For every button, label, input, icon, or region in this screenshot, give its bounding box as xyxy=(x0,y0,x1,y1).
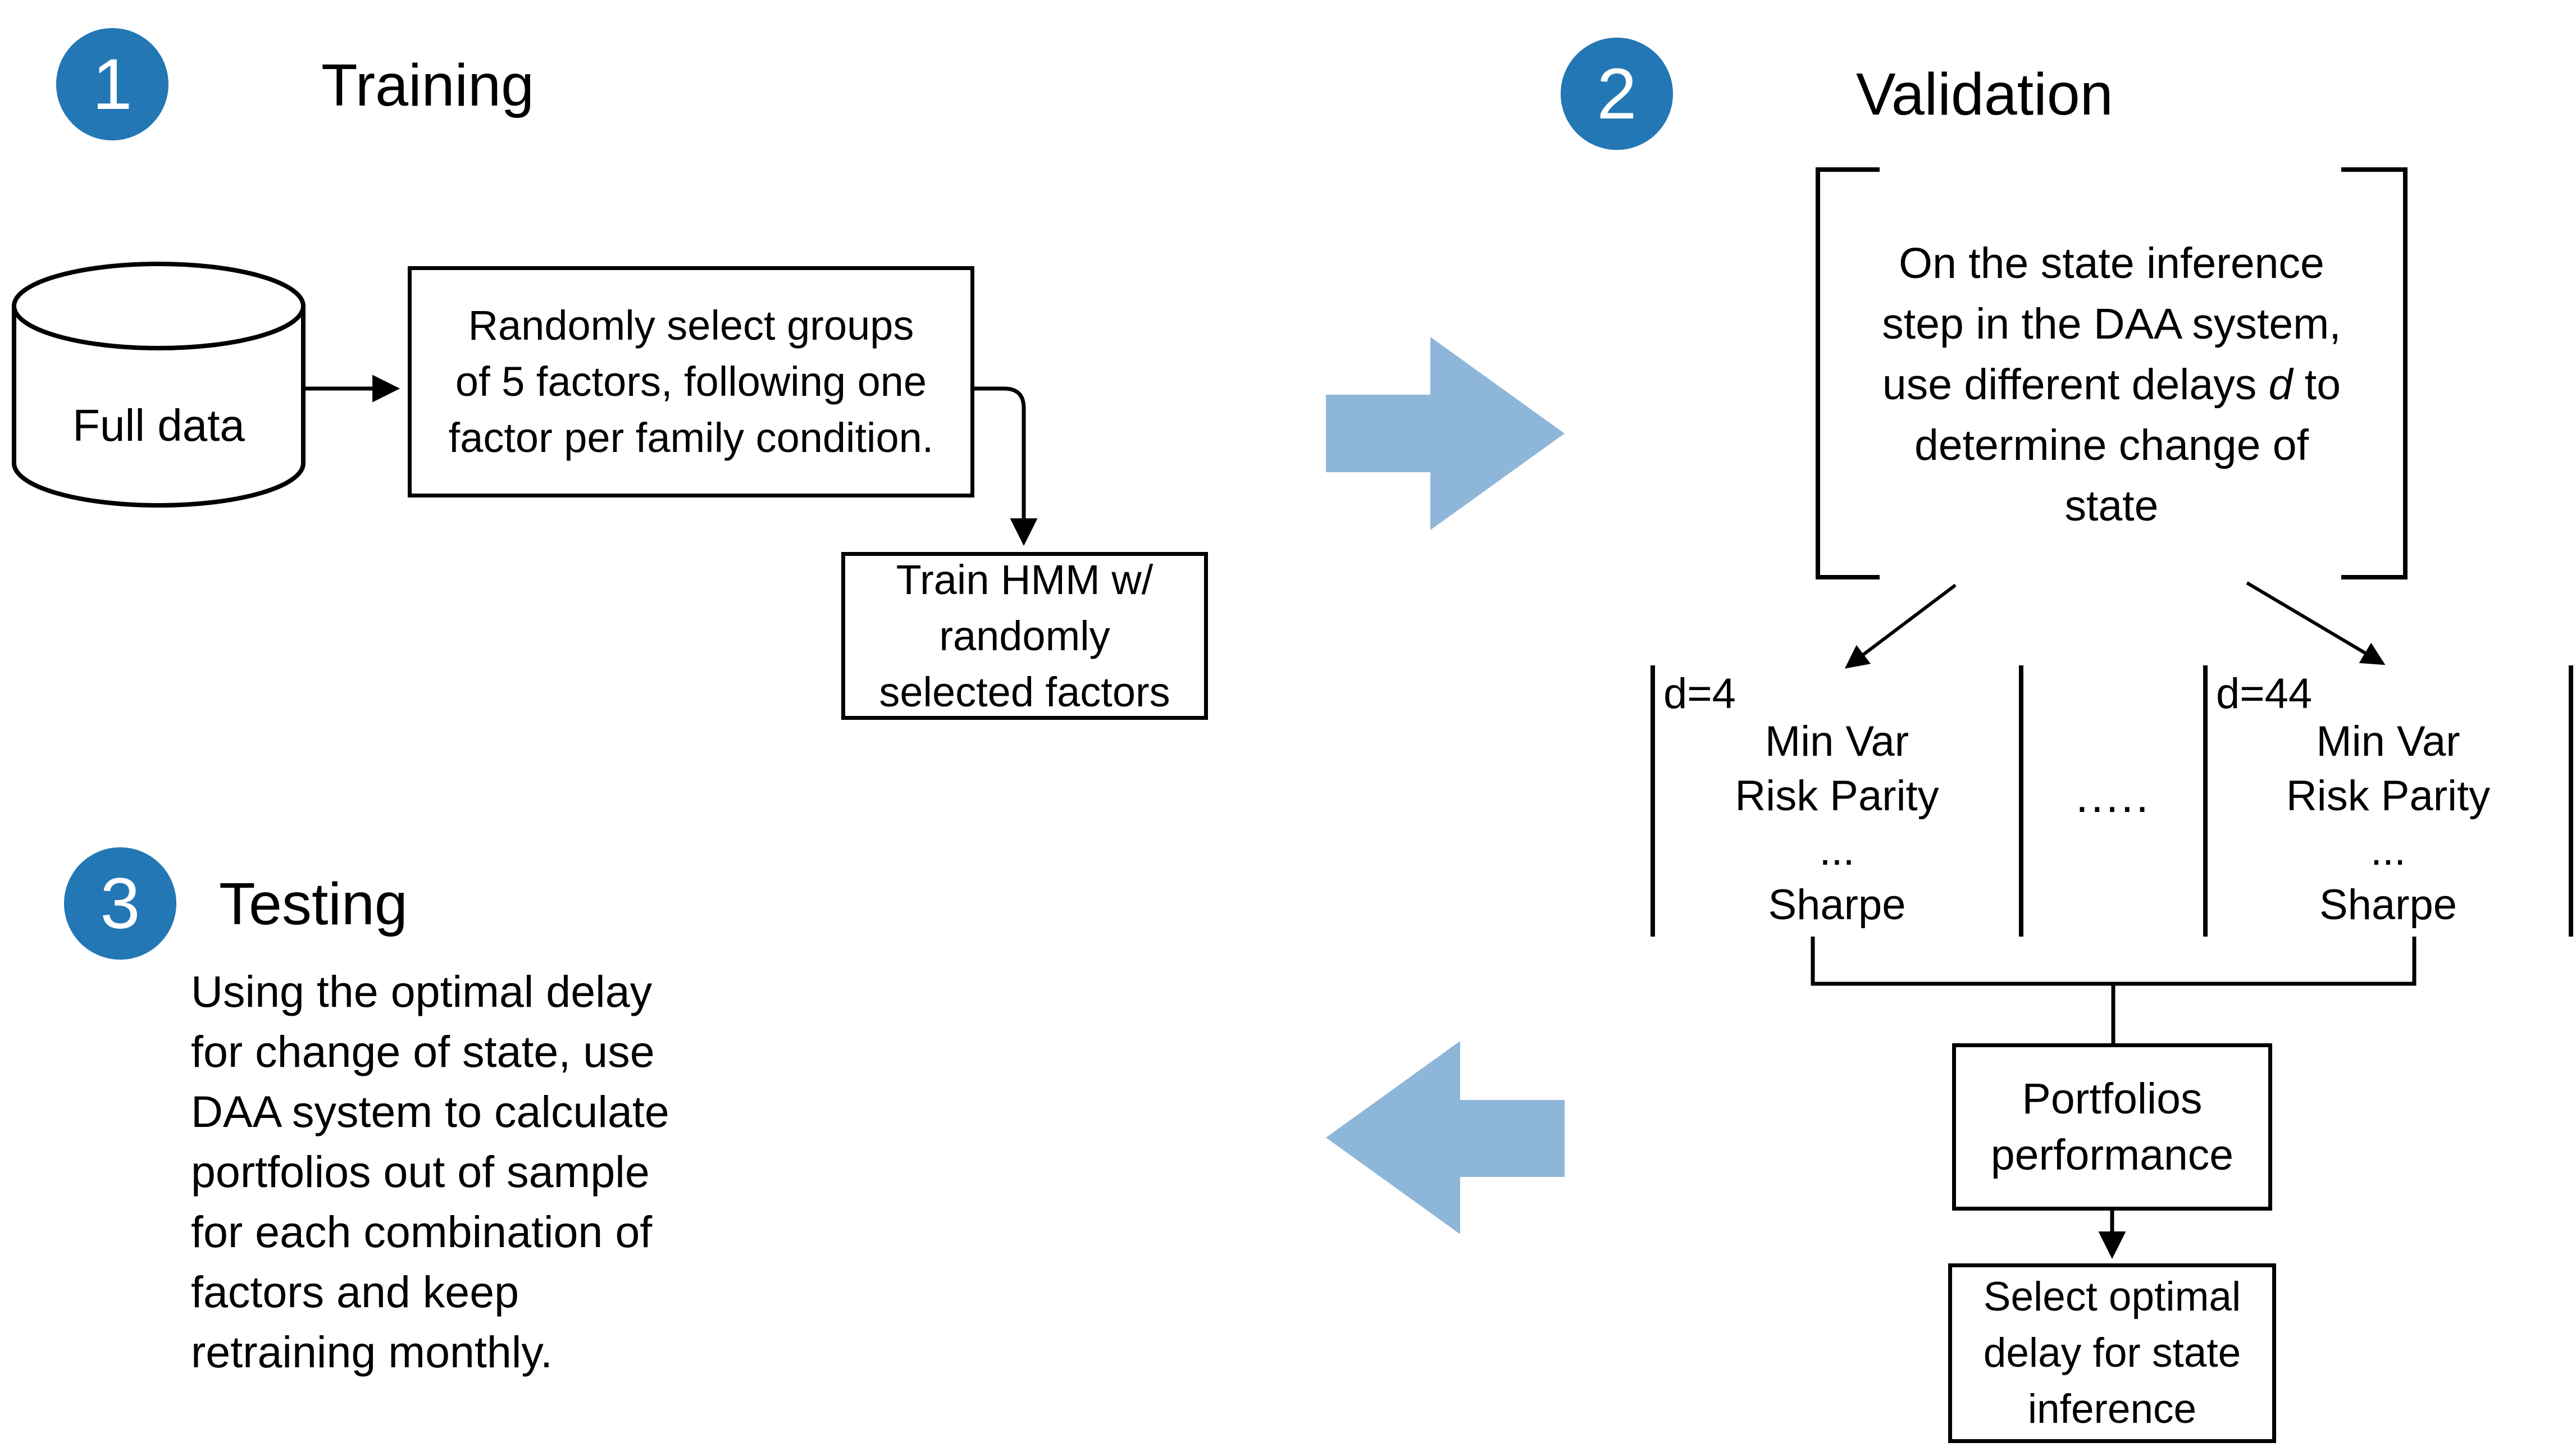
arrow-to-d44-column-icon xyxy=(2246,581,2386,665)
columns-ellipsis: ..... xyxy=(2076,771,2151,822)
d44-portfolio-column: Min Var Risk Parity ... Sharpe xyxy=(2205,714,2571,932)
validation-title: Validation xyxy=(1856,61,2113,127)
note-line-delay: use different delays d to xyxy=(1820,354,2404,415)
portfolio-item: Min Var xyxy=(2316,718,2460,765)
delay-variable: d xyxy=(2268,360,2293,409)
train-hmm-line: selected factors xyxy=(879,668,1170,715)
select-delay-line: Select optimal xyxy=(1983,1274,2241,1320)
left-block-arrow-icon xyxy=(1326,1041,1565,1234)
testing-line: Using the optimal delay xyxy=(191,966,653,1016)
step-1-badge: 1 xyxy=(56,28,168,140)
step-3-number: 3 xyxy=(100,863,140,944)
testing-line: factors and keep xyxy=(191,1267,519,1317)
step-2-number: 2 xyxy=(1597,53,1637,134)
state-inference-note: On the state inference step in the DAA s… xyxy=(1820,233,2404,536)
portfolio-item: Min Var xyxy=(1765,718,1909,765)
note-line: state xyxy=(2064,482,2159,530)
portfolios-performance-box: Portfolios performance xyxy=(1952,1043,2272,1211)
arrow-select-to-train-icon xyxy=(973,386,1038,546)
select-factors-line: of 5 factors, following one xyxy=(455,358,927,405)
gather-bracket-icon xyxy=(1811,937,2417,986)
select-factors-line: factor per family condition. xyxy=(448,414,934,461)
training-title: Training xyxy=(321,52,535,118)
portfolio-item: Risk Parity xyxy=(2286,772,2491,820)
performance-line: Portfolios xyxy=(2022,1075,2203,1123)
train-hmm-line: randomly xyxy=(939,612,1110,659)
note-line: step in the DAA system, xyxy=(1882,300,2341,348)
testing-line: for each combination of xyxy=(191,1207,653,1257)
select-delay-line: inference xyxy=(2027,1386,2197,1432)
testing-line: portfolios out of sample xyxy=(191,1147,650,1197)
select-factors-line: Randomly select groups xyxy=(468,302,914,349)
right-block-arrow-icon xyxy=(1326,337,1565,530)
portfolio-item: ... xyxy=(2370,827,2406,874)
train-hmm-line: Train HMM w/ xyxy=(896,556,1153,603)
select-optimal-delay-box: Select optimal delay for state inference xyxy=(1948,1263,2276,1443)
testing-description: Using the optimal delay for change of st… xyxy=(191,961,837,1382)
testing-line: for change of state, use xyxy=(191,1026,655,1076)
database-cylinder-top-icon xyxy=(12,262,306,350)
portfolio-item: Risk Parity xyxy=(1735,772,1939,820)
testing-title: Testing xyxy=(219,871,408,937)
performance-line: performance xyxy=(1990,1131,2234,1179)
right-bracket-icon xyxy=(2341,167,2408,579)
arrow-to-d4-column-icon xyxy=(1844,583,1957,669)
note-line: On the state inference xyxy=(1899,239,2324,287)
d4-label: d=4 xyxy=(1663,670,1736,718)
portfolio-item: Sharpe xyxy=(2319,881,2458,929)
step-2-badge: 2 xyxy=(1561,38,1673,150)
portfolio-item: Sharpe xyxy=(1768,881,1906,929)
delay-post: to xyxy=(2292,360,2341,409)
database-cylinder-icon xyxy=(12,306,306,508)
left-bracket-icon xyxy=(1816,167,1880,579)
testing-line: retraining monthly. xyxy=(191,1327,553,1377)
note-line: determine change of xyxy=(1914,421,2309,469)
d44-label: d=44 xyxy=(2216,670,2313,718)
step-3-badge: 3 xyxy=(64,847,176,960)
select-delay-line: delay for state xyxy=(1983,1330,2241,1376)
select-factors-box: Randomly select groups of 5 factors, fol… xyxy=(408,266,974,497)
step-1-number: 1 xyxy=(92,44,133,125)
full-data-label: Full data xyxy=(72,400,245,450)
portfolio-item: ... xyxy=(1819,827,1855,874)
d4-portfolio-column: Min Var Risk Parity ... Sharpe xyxy=(1653,714,2021,932)
testing-line: DAA system to calculate xyxy=(191,1087,669,1136)
delay-pre: use different delays xyxy=(1882,360,2269,409)
train-hmm-box: Train HMM w/ randomly selected factors xyxy=(841,552,1208,720)
